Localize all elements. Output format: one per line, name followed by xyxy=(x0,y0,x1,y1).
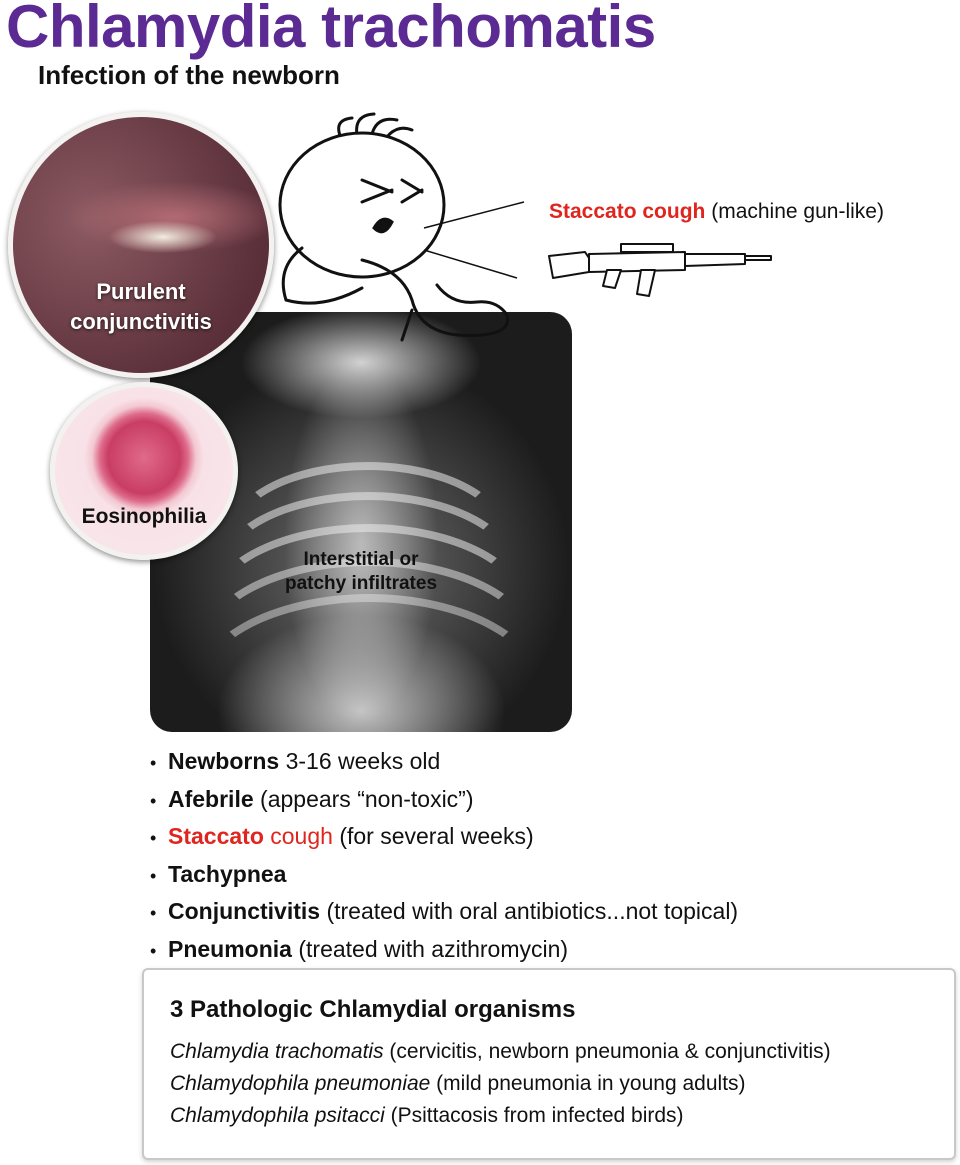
conjunctivitis-caption: Purulent conjunctivitis xyxy=(13,277,269,337)
list-item: • Staccato cough (for several weeks) xyxy=(150,819,738,857)
bullet-term: Tachypnea xyxy=(168,860,287,887)
symptom-list: • Newborns 3-16 weeks old • Afebrile (appe… xyxy=(150,744,738,969)
bullet-term: Afebrile xyxy=(168,785,254,812)
bullet-marker: • xyxy=(150,828,157,848)
staccato-cough-callout: Staccato cough (machine gun-like) xyxy=(549,200,884,224)
cough-emphasis: Staccato cough xyxy=(549,200,706,223)
bullet-marker: • xyxy=(150,753,157,773)
organism-name: Chlamydophila pneumoniae xyxy=(170,1072,431,1095)
list-item: • Newborns 3-16 weeks old xyxy=(150,744,738,782)
organism-description: (Psittacosis from infected birds) xyxy=(384,1104,684,1127)
bullet-detail: (treated with oral antibiotics...not top… xyxy=(320,898,739,924)
eosinophilia-micrograph: Eosinophilia xyxy=(50,382,238,560)
bullet-detail: (for several weeks) xyxy=(332,823,534,849)
bullet-term: Conjunctivitis xyxy=(168,898,321,924)
xray-caption-line2: patchy infiltrates xyxy=(284,573,438,594)
eosinophilia-caption: Eosinophilia xyxy=(81,505,207,528)
list-item: Chlamydophila pneumoniae (mild pneumonia… xyxy=(170,1072,746,1096)
bullet-detail: (treated with azithromycin) xyxy=(291,935,569,962)
bullet-marker: • xyxy=(150,790,157,811)
bullet-detail: (appears “non-toxic”) xyxy=(253,785,474,812)
organism-name: Chlamydophila psitacci xyxy=(170,1104,385,1127)
cough-description: (machine gun-like) xyxy=(705,200,884,223)
organism-description: (mild pneumonia in young adults) xyxy=(430,1072,746,1095)
list-item: • Conjunctivitis (treated with oral antib… xyxy=(150,894,738,932)
organisms-box-title: 3 Pathologic Chlamydial organisms xyxy=(170,996,576,1023)
page-subtitle: Infection of the newborn xyxy=(38,60,340,90)
xray-caption-line1: Interstitial or xyxy=(303,549,419,570)
coughing-baby-illustration xyxy=(278,112,525,342)
bullet-marker: • xyxy=(150,903,157,923)
bullet-term: Staccato xyxy=(168,823,264,849)
conjunctivitis-caption-line2: conjunctivitis xyxy=(70,309,212,334)
page-title: Chlamydia trachomatis xyxy=(6,0,656,60)
organism-name: Chlamydia trachomatis xyxy=(170,1040,384,1063)
bullet-marker: • xyxy=(150,865,157,886)
bullet-term-red: cough xyxy=(263,823,333,849)
list-item: • Afebrile (appears “non-toxic”) xyxy=(150,782,738,820)
bullet-detail: 3-16 weeks old xyxy=(279,748,441,774)
xray-caption: Interstitial or patchy infiltrates xyxy=(150,548,572,596)
conjunctivitis-photo: Purulent conjunctivitis xyxy=(8,112,274,378)
organisms-box: 3 Pathologic Chlamydial organisms Chlamy… xyxy=(142,968,956,1160)
list-item: Chlamydophila psitacci (Psittacosis from… xyxy=(170,1104,684,1128)
bullet-term: Newborns xyxy=(168,748,280,774)
machine-gun-icon xyxy=(548,243,772,297)
list-item: • Pneumonia (treated with azithromycin) xyxy=(150,932,738,970)
organism-description: (cervicitis, newborn pneumonia & conjunc… xyxy=(383,1040,831,1063)
bullet-marker: • xyxy=(150,940,157,961)
bullet-term: Pneumonia xyxy=(168,935,292,962)
conjunctivitis-caption-line1: Purulent xyxy=(96,279,186,304)
list-item: • Tachypnea xyxy=(150,857,738,895)
list-item: Chlamydia trachomatis (cervicitis, newbo… xyxy=(170,1040,831,1064)
